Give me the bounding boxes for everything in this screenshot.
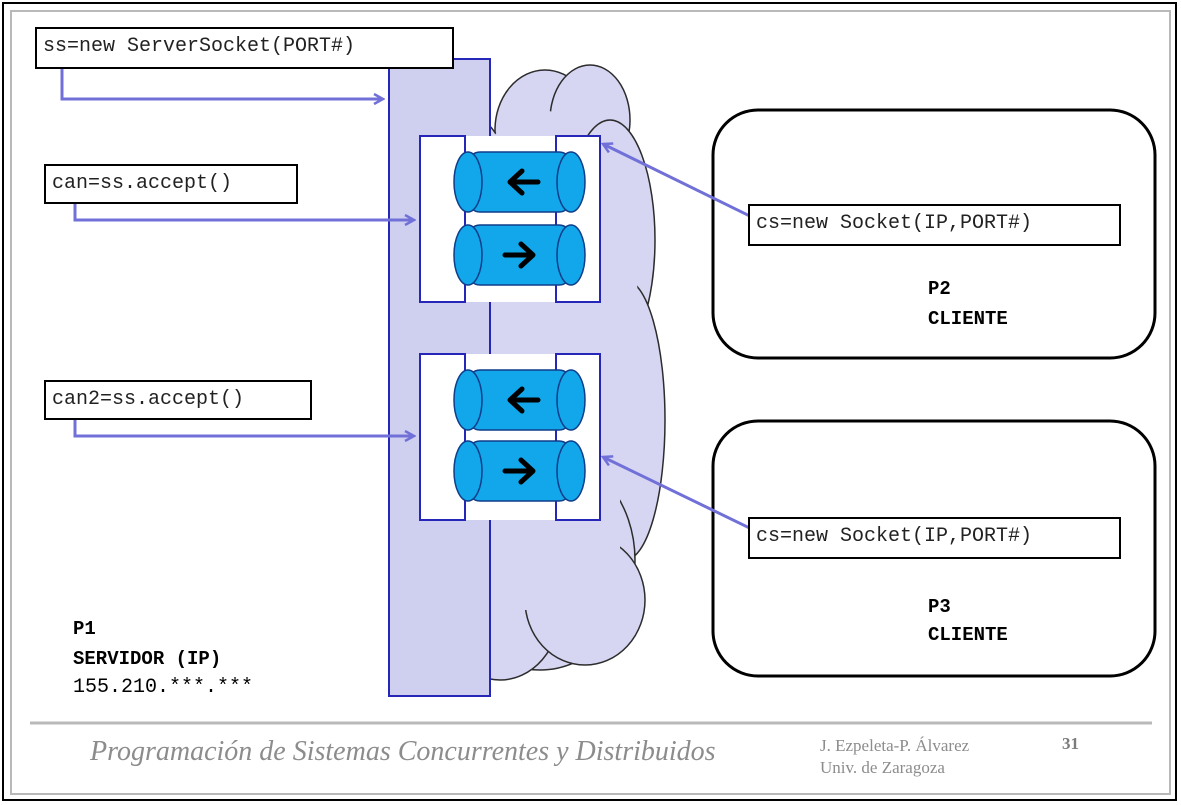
client-p3-socket-code: cs=new Socket(IP,PORT#): [748, 517, 1121, 559]
server-socket-code: ss=new ServerSocket(PORT#): [35, 27, 454, 69]
client-p2-role: CLIENTE: [928, 308, 1008, 330]
server-ip: 155.210.***.***: [73, 676, 254, 699]
arrow-right-icon: [502, 457, 536, 485]
authors: J. Ezpeleta-P. Álvarez: [820, 736, 970, 755]
connector-client-p2: [603, 144, 765, 225]
channel-1: [419, 135, 601, 303]
client-p2-socket-code: cs=new Socket(IP,PORT#): [748, 204, 1121, 246]
channel-2: [419, 353, 601, 521]
channel-1-out-pipe: [453, 224, 586, 286]
course-title: Programación de Sistemas Concurrentes y …: [90, 736, 716, 767]
channel-2-in-pipe: [453, 369, 586, 431]
connector-serversocket: [60, 60, 383, 99]
university: Univ. de Zaragoza: [820, 758, 945, 777]
server-role: SERVIDOR (IP): [73, 648, 222, 670]
accept-code-1: can=ss.accept(): [44, 164, 298, 204]
channel-1-in-pipe: [453, 151, 586, 213]
server-name: P1: [73, 618, 96, 640]
connector-accept-2: [73, 414, 414, 436]
connector-client-p3: [603, 457, 765, 537]
accept-code-2: can2=ss.accept(): [44, 380, 312, 420]
client-p3-role: CLIENTE: [928, 624, 1008, 646]
page-number: 31: [1062, 734, 1079, 753]
arrow-left-icon: [507, 386, 541, 414]
client-p2-name: P2: [928, 278, 951, 300]
arrow-left-icon: [507, 168, 541, 196]
channel-2-out-pipe: [453, 440, 586, 502]
footer-authors-block: J. Ezpeleta-P. Álvarez Univ. de Zaragoza: [820, 735, 969, 779]
arrow-right-icon: [502, 241, 536, 269]
client-p3-name: P3: [928, 596, 951, 618]
connector-accept-1: [73, 198, 414, 220]
slide-inner-border: [10, 10, 1171, 795]
